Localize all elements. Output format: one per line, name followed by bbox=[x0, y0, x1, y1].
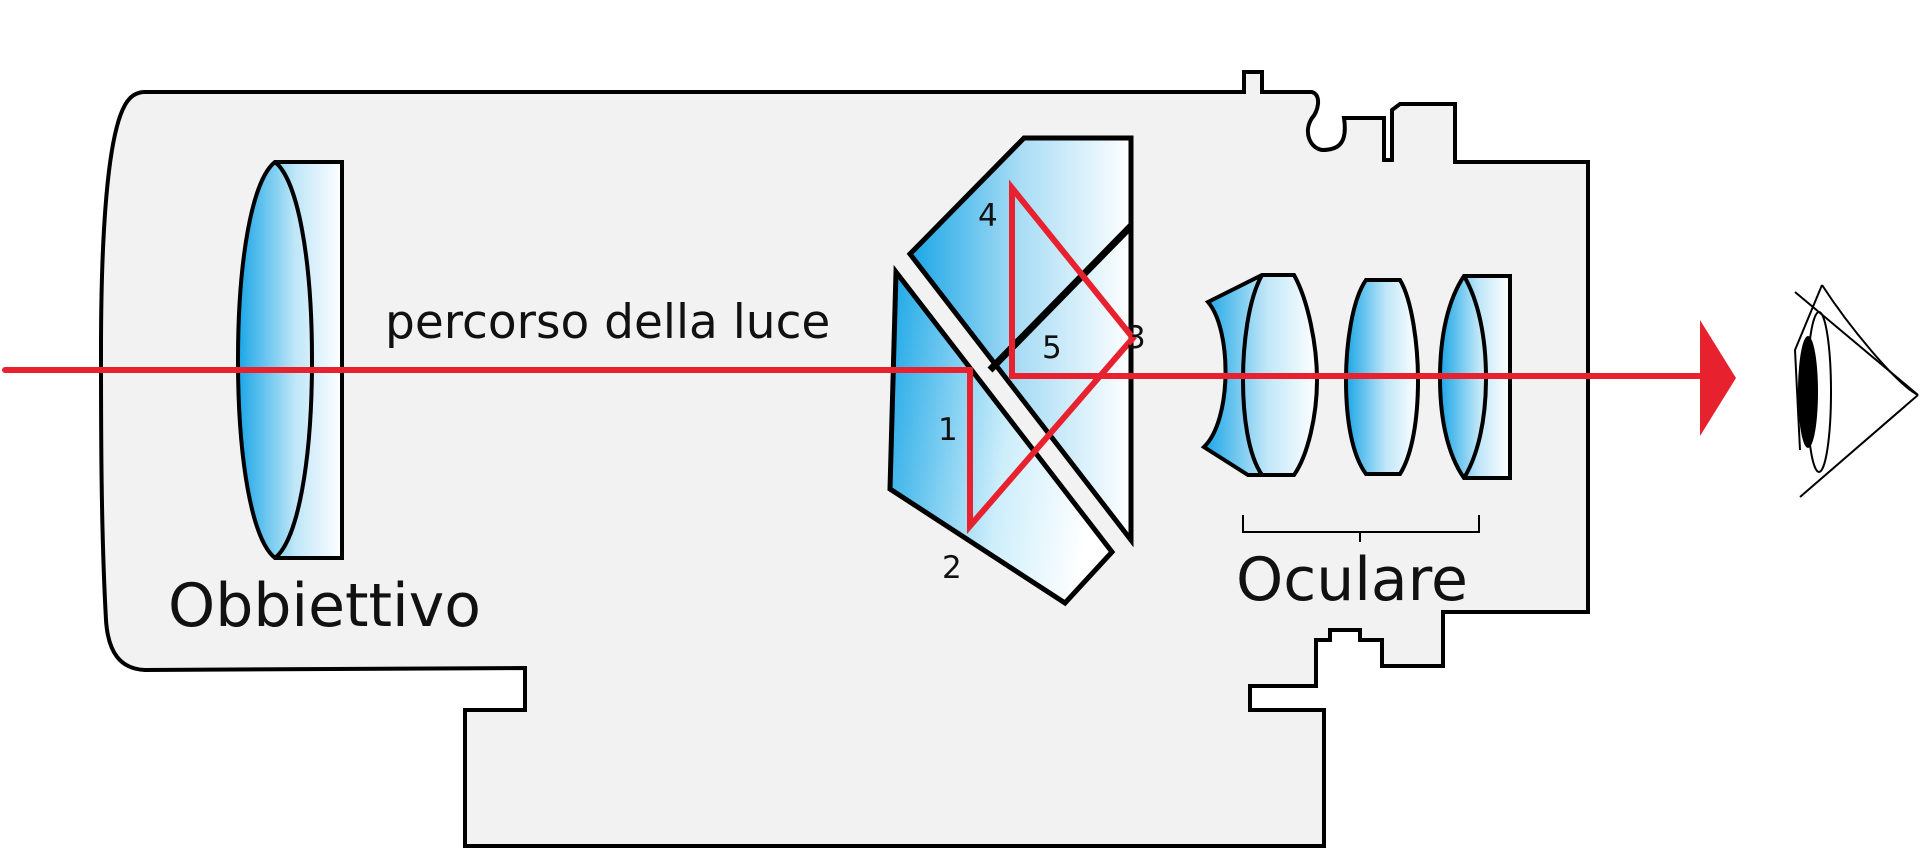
eye-icon bbox=[1793, 284, 1919, 498]
light-path-label: percorso della luce bbox=[385, 295, 830, 350]
arrowhead-icon bbox=[1700, 320, 1736, 436]
reflection-label-3: 3 bbox=[1126, 320, 1146, 356]
prism-system bbox=[887, 135, 1134, 607]
reflection-label-5: 5 bbox=[1042, 330, 1062, 366]
reflection-label-4: 4 bbox=[978, 198, 998, 234]
light-ray bbox=[2, 179, 1736, 535]
housing bbox=[98, 70, 1590, 848]
reflection-label-2: 2 bbox=[942, 550, 962, 586]
objective-lens bbox=[235, 160, 344, 560]
reflection-label-1: 1 bbox=[938, 412, 958, 448]
eyepiece-bracket bbox=[1242, 515, 1480, 542]
objective-label: Obbiettivo bbox=[168, 571, 481, 641]
eyepiece-label: Oculare bbox=[1236, 545, 1468, 615]
